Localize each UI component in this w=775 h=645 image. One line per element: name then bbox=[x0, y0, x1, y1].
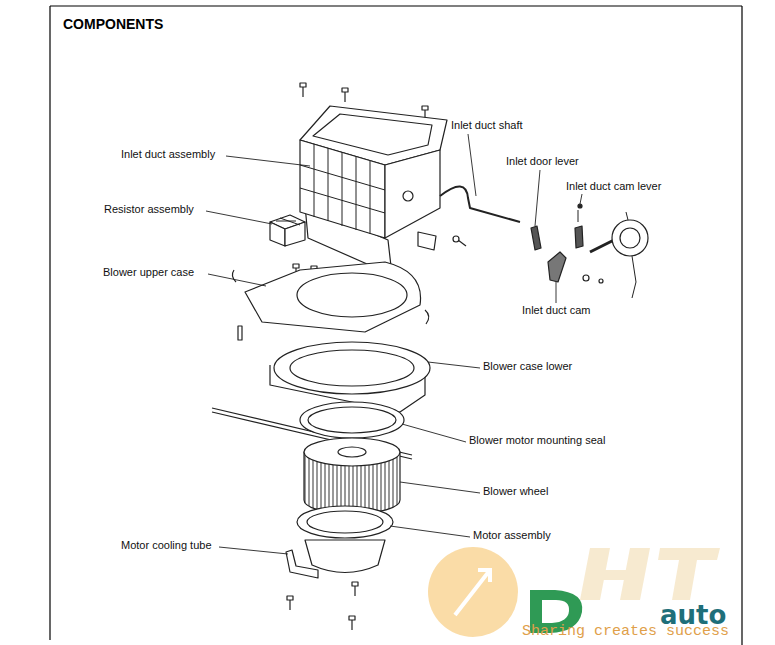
part-label: Blower wheel bbox=[483, 485, 548, 498]
mounting-seal bbox=[300, 402, 404, 438]
screws bbox=[287, 83, 466, 630]
part-label: Motor cooling tube bbox=[121, 539, 212, 552]
part-label: Inlet door lever bbox=[506, 155, 579, 168]
linkage bbox=[440, 186, 648, 298]
motor-assembly bbox=[297, 506, 393, 573]
leader-lines bbox=[206, 134, 582, 554]
page-frame bbox=[50, 6, 742, 645]
part-label: Inlet duct shaft bbox=[451, 119, 523, 132]
part-label: Blower upper case bbox=[103, 266, 194, 279]
part-label: Blower motor mounting seal bbox=[469, 434, 605, 447]
blower-wheel bbox=[304, 438, 400, 514]
cooling-tube bbox=[286, 550, 318, 578]
part-label: Inlet duct cam lever bbox=[566, 180, 661, 193]
part-label: Resistor assembly bbox=[104, 203, 194, 216]
blower-upper-case bbox=[232, 262, 428, 340]
resistor-assembly bbox=[270, 215, 305, 246]
part-label: Motor assembly bbox=[473, 529, 551, 542]
watermark-slogan: Sharing creates success bbox=[522, 623, 729, 640]
part-label: Inlet duct assembly bbox=[121, 148, 215, 161]
page-title: COMPONENTS bbox=[63, 16, 163, 32]
part-label: Inlet duct cam bbox=[522, 304, 590, 317]
inlet-duct bbox=[300, 106, 447, 275]
part-label: Blower case lower bbox=[483, 360, 572, 373]
parts bbox=[212, 83, 648, 630]
